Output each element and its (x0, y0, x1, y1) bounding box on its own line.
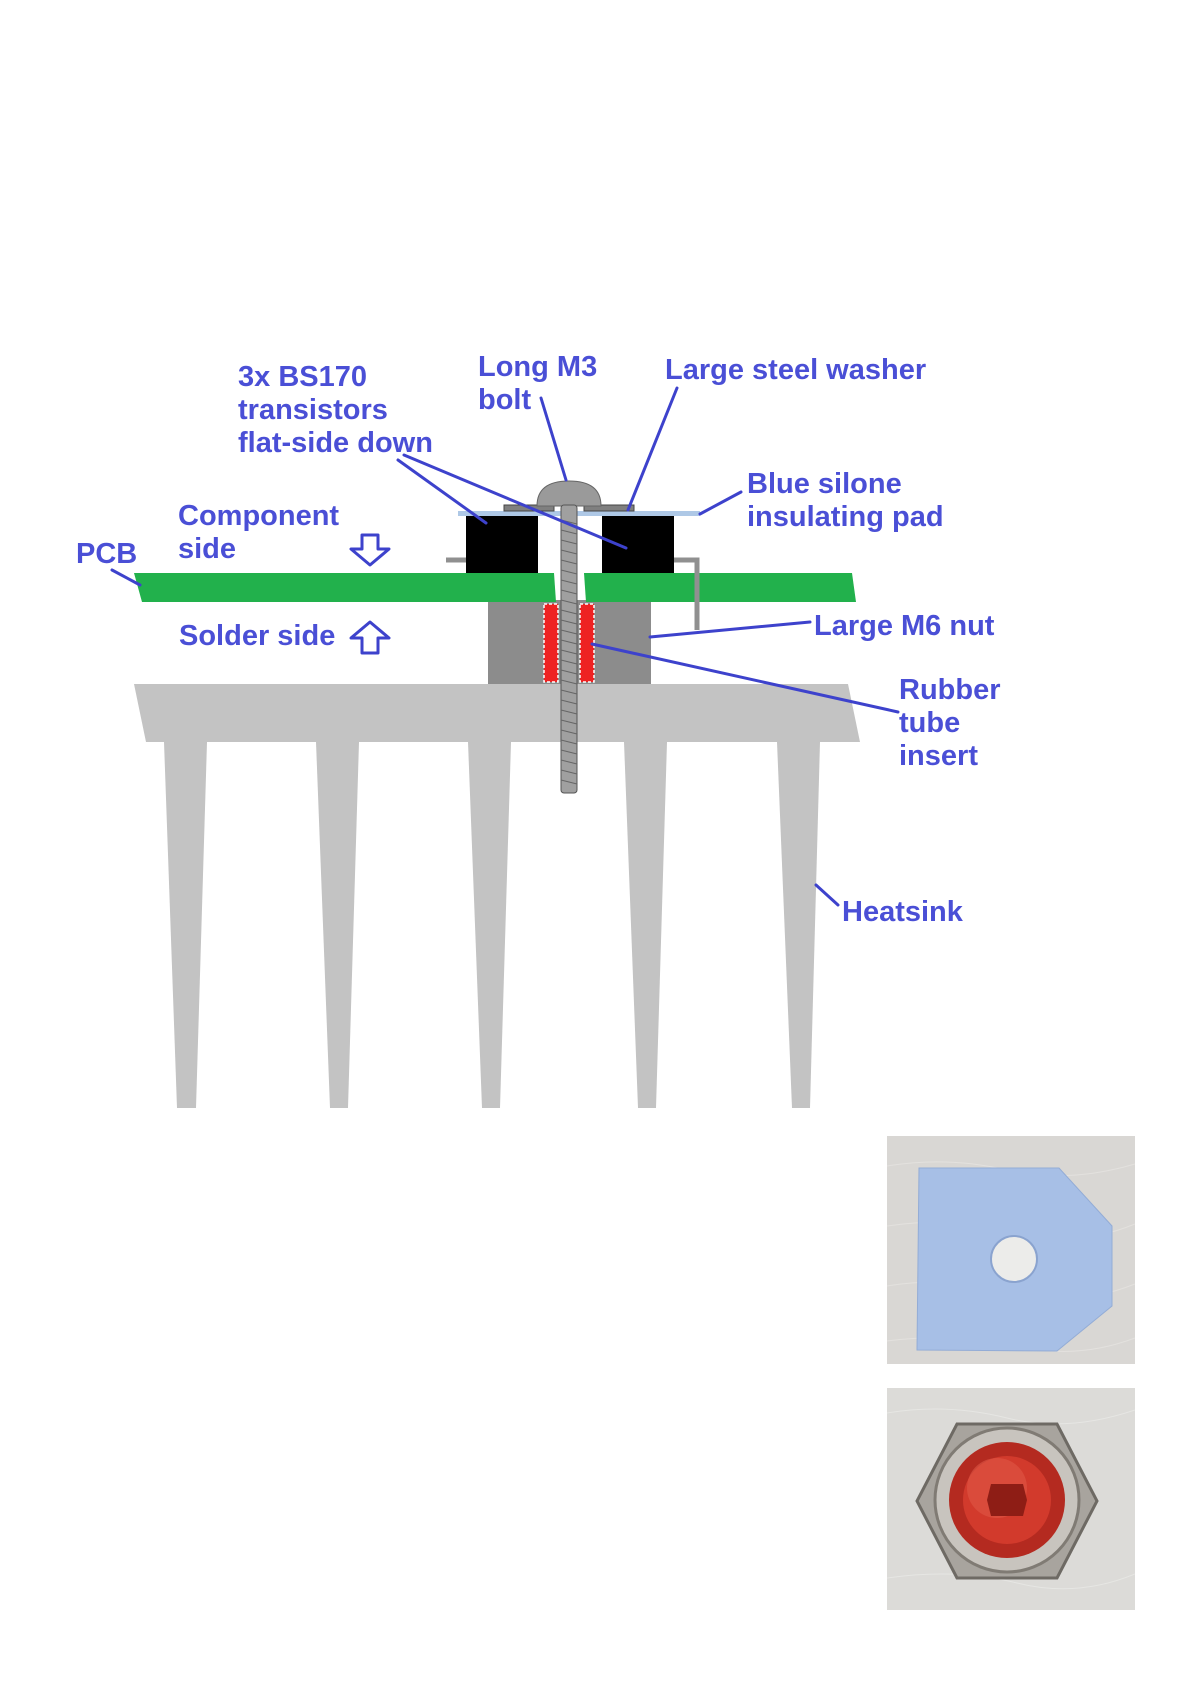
heatsink-fins (164, 742, 820, 1108)
pcb-board-left (134, 573, 556, 602)
label-rubber-line: insert (899, 740, 1001, 773)
m6-nut-photo (887, 1388, 1135, 1610)
label-heatsink: Heatsink (842, 896, 963, 929)
label-rubber: Rubber tube insert (899, 674, 1001, 773)
silicone-insulating-pad (458, 511, 700, 516)
label-pad-line: Blue silone (747, 468, 944, 501)
label-solder-side: Solder side (179, 620, 335, 653)
label-pad: Blue silone insulating pad (747, 468, 944, 534)
arrow-down-outline-icon (351, 535, 389, 565)
label-washer: Large steel washer (665, 354, 926, 387)
pcb-board-right (584, 573, 856, 602)
bolt-head (537, 481, 601, 506)
nut-bore (987, 1484, 1027, 1516)
bolt-shank (561, 505, 577, 793)
label-nut: Large M6 nut (814, 610, 994, 643)
label-component-side-line: side (178, 533, 339, 566)
label-transistors: 3x BS170 transistors flat-side down (238, 361, 433, 460)
label-component-side: Component side (178, 500, 339, 566)
label-pcb: PCB (76, 538, 137, 571)
transistor-left (466, 516, 538, 573)
heatsink-fin (164, 742, 207, 1108)
pad-mounting-hole (991, 1236, 1037, 1282)
leader-nut (650, 622, 810, 637)
heatsink-fin (624, 742, 667, 1108)
leader-washer (628, 388, 677, 510)
label-transistors-line: transistors (238, 394, 433, 427)
leader-heatsink (816, 885, 838, 905)
heatsink-fin (777, 742, 820, 1108)
label-rubber-line: tube (899, 707, 1001, 740)
leader-pad (700, 492, 741, 514)
insulating-pad-photo (887, 1136, 1135, 1364)
label-bolt-line: Long M3 (478, 351, 597, 384)
heatsink-fin (316, 742, 359, 1108)
label-transistors-line: 3x BS170 (238, 361, 433, 394)
arrow-up-outline-icon (351, 622, 389, 653)
transistor-right (602, 516, 674, 573)
heatsink-fin (468, 742, 511, 1108)
label-rubber-line: Rubber (899, 674, 1001, 707)
label-bolt: Long M3 bolt (478, 351, 597, 417)
label-component-side-line: Component (178, 500, 339, 533)
label-pad-line: insulating pad (747, 501, 944, 534)
label-transistors-line: flat-side down (238, 427, 433, 460)
heatsink-base (134, 684, 860, 742)
label-bolt-line: bolt (478, 384, 597, 417)
